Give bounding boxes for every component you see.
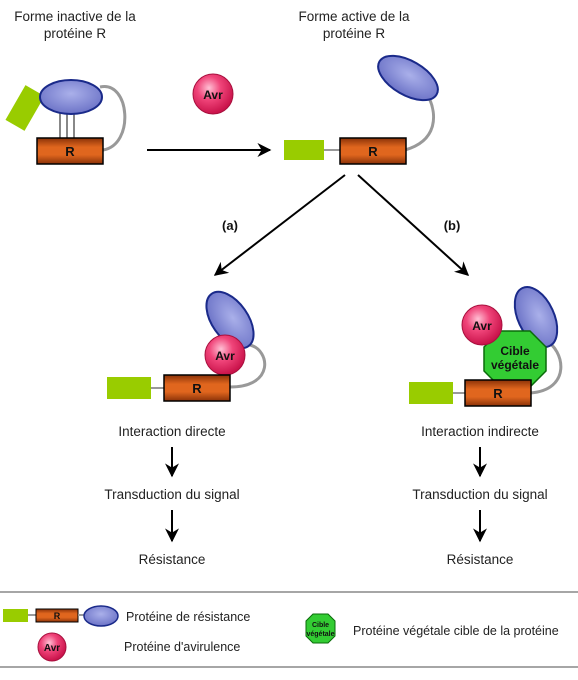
active-r-label: R [368, 144, 378, 159]
avr-label: Avr [203, 88, 223, 102]
direct-linker [229, 343, 267, 389]
branch-a-label: (a) [222, 218, 238, 233]
avr-circle [192, 73, 234, 115]
legend-cible-icon-line2: végétale [306, 631, 334, 638]
direct-green-domain [107, 377, 151, 399]
active-title-line2: protéine R [323, 26, 386, 41]
inactive-form: Forme inactive de la protéine R R [5, 9, 136, 165]
active-title-line1: Forme active de la [298, 9, 410, 24]
legend-cible-icon-line1: Cible [312, 622, 329, 629]
step-a-1: Interaction directe [118, 424, 225, 439]
active-linker [404, 99, 436, 152]
legend-resistance-text: Protéine de résistance [126, 610, 250, 624]
indirect-complex: Cible végétale Avr R [409, 286, 563, 407]
indirect-r-domain [464, 379, 532, 407]
active-blue-domain [377, 54, 439, 102]
step-b-1: Interaction indirecte [421, 424, 539, 439]
inactive-r-domain [36, 137, 104, 165]
inactive-green-domain [5, 85, 45, 131]
indirect-avr-label: Avr [472, 319, 492, 333]
inactive-title-line1: Forme inactive de la [14, 9, 136, 24]
indirect-avr-circle [461, 304, 503, 346]
direct-blue-domain [205, 290, 255, 350]
active-r-domain [339, 137, 407, 165]
direct-r-domain [163, 374, 231, 402]
indirect-green-domain [409, 382, 453, 404]
direct-r-label: R [192, 381, 202, 396]
legend-cible-text: Protéine végétale cible de la protéine [353, 624, 559, 638]
inactive-linker [99, 85, 127, 152]
arrow-to-b [357, 174, 470, 276]
step-b-3: Résistance [447, 552, 514, 567]
inactive-blue-domain [39, 79, 103, 115]
legend-avr-circle [37, 632, 67, 662]
legend: R Protéine de résistance Avr Protéine d'… [0, 591, 578, 668]
active-form: Forme active de la protéine R R [284, 9, 439, 165]
free-avr: Avr [192, 73, 234, 115]
legend-resistance-protein-icon: R [3, 605, 119, 627]
legend-green-domain [3, 609, 28, 622]
inactive-r-label: R [65, 144, 75, 159]
step-b-2: Transduction du signal [412, 487, 547, 502]
direct-avr-label: Avr [215, 349, 235, 363]
legend-avirulence-text: Protéine d'avirulence [124, 640, 240, 654]
direct-complex: Avr R [107, 290, 267, 402]
cible-label-line2: végétale [491, 358, 539, 372]
step-a-3: Résistance [139, 552, 206, 567]
cible-label-line1: Cible [500, 344, 530, 358]
legend-r-label: R [54, 611, 61, 621]
branch-b-label: (b) [444, 218, 461, 233]
step-a-2: Transduction du signal [104, 487, 239, 502]
legend-avr-label: Avr [44, 643, 60, 654]
indirect-r-label: R [493, 386, 503, 401]
arrow-to-a [213, 174, 346, 276]
legend-cible-icon [305, 613, 336, 644]
active-green-domain [284, 140, 324, 160]
inactive-title-line2: protéine R [44, 26, 107, 41]
legend-blue-domain [83, 605, 119, 627]
